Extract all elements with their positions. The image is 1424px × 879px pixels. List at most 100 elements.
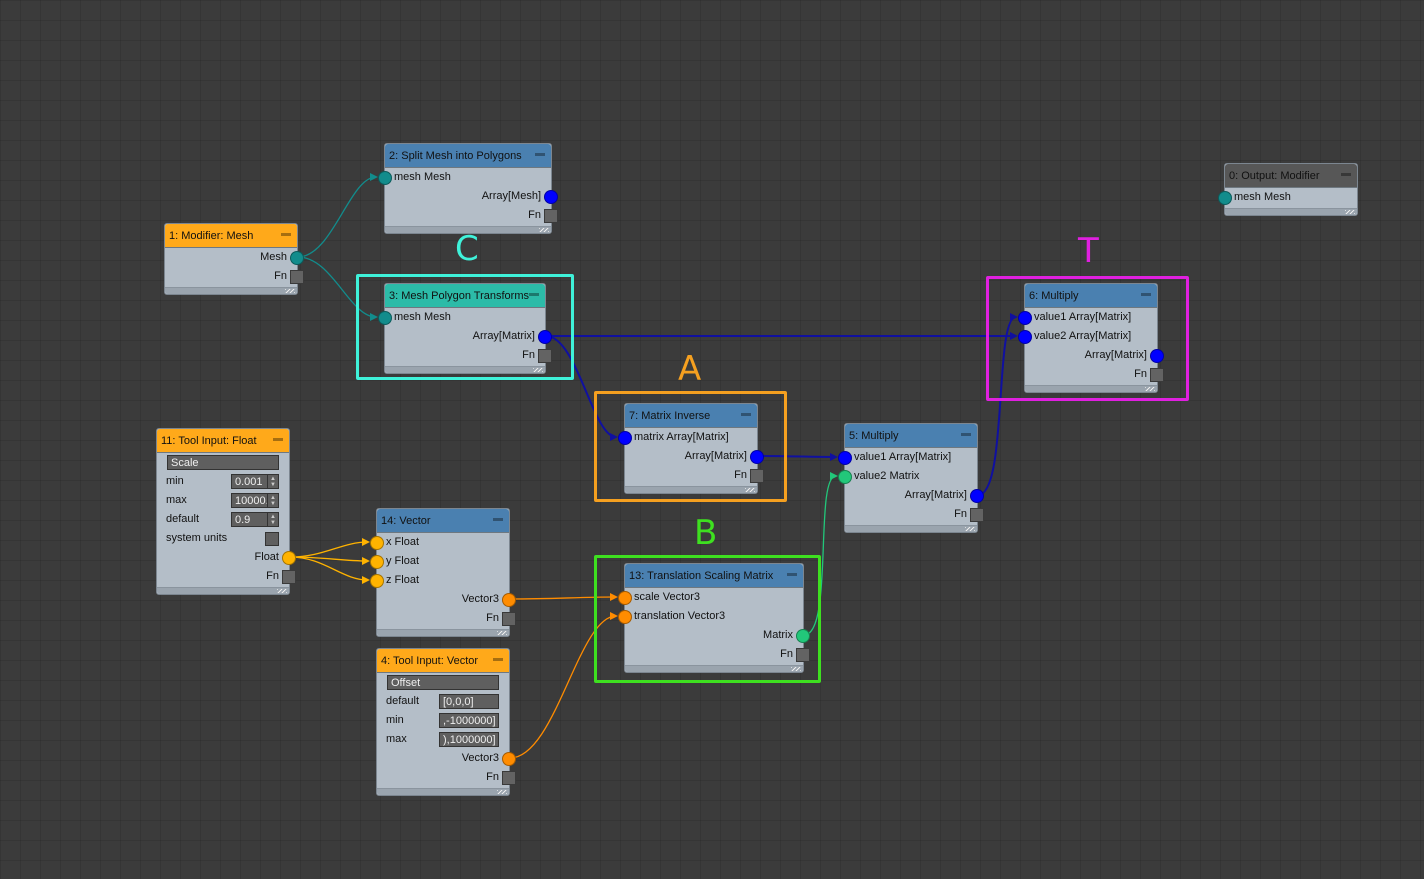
param-name-field[interactable]: Scale xyxy=(167,455,279,470)
resize-grip-icon[interactable] xyxy=(285,289,295,293)
minimize-icon[interactable] xyxy=(1341,173,1351,176)
node-header[interactable]: 3: Mesh Polygon Transforms xyxy=(385,284,545,308)
minimize-icon[interactable] xyxy=(529,293,539,296)
node-header[interactable]: 7: Matrix Inverse xyxy=(625,404,757,428)
minimize-icon[interactable] xyxy=(787,573,797,576)
minimize-icon[interactable] xyxy=(493,658,503,661)
minimize-icon[interactable] xyxy=(1141,293,1151,296)
node-header[interactable]: 11: Tool Input: Float xyxy=(157,429,289,453)
node-header[interactable]: 4: Tool Input: Vector xyxy=(377,649,509,673)
input-mesh-port[interactable] xyxy=(1218,191,1232,205)
input-array-port[interactable] xyxy=(838,451,852,465)
resize-grip-icon[interactable] xyxy=(1145,387,1155,391)
output-vector-port[interactable] xyxy=(502,593,516,607)
output-array-port[interactable] xyxy=(538,330,552,344)
output-array-port[interactable] xyxy=(750,450,764,464)
minimize-icon[interactable] xyxy=(535,153,545,156)
node-header[interactable]: 0: Output: Modifier xyxy=(1225,164,1357,188)
resize-grip-icon[interactable] xyxy=(745,488,755,492)
fn-port[interactable] xyxy=(282,570,296,584)
fn-port[interactable] xyxy=(290,270,304,284)
minimize-icon[interactable] xyxy=(741,413,751,416)
fn-port[interactable] xyxy=(970,508,984,522)
text-input[interactable]: ,-1000000] xyxy=(439,713,499,728)
input-array-port[interactable] xyxy=(1018,311,1032,325)
port-label: Array[Matrix] xyxy=(472,330,535,342)
system-units-checkbox[interactable] xyxy=(265,532,279,546)
output-matrix-port[interactable] xyxy=(796,629,810,643)
port-label: scale Vector3 xyxy=(634,591,701,603)
resize-grip-icon[interactable] xyxy=(965,527,975,531)
fn-port[interactable] xyxy=(538,349,552,363)
node-header[interactable]: 5: Multiply xyxy=(845,424,977,448)
port-label: Fn xyxy=(486,771,499,783)
text-input[interactable]: ),1000000] xyxy=(439,732,499,747)
fn-port[interactable] xyxy=(796,648,810,662)
output-mesh-port[interactable] xyxy=(290,251,304,265)
fn-port[interactable] xyxy=(1150,368,1164,382)
resize-grip-icon[interactable] xyxy=(791,667,801,671)
resize-grip-icon[interactable] xyxy=(497,631,507,635)
spinner-arrows-icon[interactable]: ▲▼ xyxy=(268,493,279,508)
input-array-port[interactable] xyxy=(1018,330,1032,344)
input-value: ,-1000000] xyxy=(443,715,496,727)
input-mesh-port[interactable] xyxy=(378,171,392,185)
node-header[interactable]: 6: Multiply xyxy=(1025,284,1157,308)
port-row: x Float xyxy=(370,533,509,552)
output-array-port[interactable] xyxy=(970,489,984,503)
input-float-port[interactable] xyxy=(370,555,384,569)
resize-grip-icon[interactable] xyxy=(277,589,287,593)
fn-port[interactable] xyxy=(750,469,764,483)
node-n13[interactable]: 13: Translation Scaling Matrix scale Vect… xyxy=(618,563,810,673)
minimize-icon[interactable] xyxy=(493,518,503,521)
node-header[interactable]: 2: Split Mesh into Polygons xyxy=(385,144,551,168)
input-matrix-port[interactable] xyxy=(838,470,852,484)
spinner-arrows-icon[interactable]: ▲▼ xyxy=(268,512,279,527)
spinner-input[interactable]: 10000. xyxy=(231,493,268,508)
input-mesh-port[interactable] xyxy=(378,311,392,325)
spinner-arrows-icon[interactable]: ▲▼ xyxy=(268,474,279,489)
minimize-icon[interactable] xyxy=(961,433,971,436)
resize-grip-icon[interactable] xyxy=(533,368,543,372)
minimize-icon[interactable] xyxy=(273,438,283,441)
input-array-port[interactable] xyxy=(618,431,632,445)
node-header[interactable]: 1: Modifier: Mesh xyxy=(165,224,297,248)
spinner-input[interactable]: 0.001 xyxy=(231,474,268,489)
output-vector-port[interactable] xyxy=(502,752,516,766)
fn-port[interactable] xyxy=(544,209,558,223)
node-header[interactable]: 14: Vector xyxy=(377,509,509,533)
node-header[interactable]: 13: Translation Scaling Matrix xyxy=(625,564,803,588)
minimize-icon[interactable] xyxy=(281,233,291,236)
fn-port[interactable] xyxy=(502,612,516,626)
input-vector-port[interactable] xyxy=(618,610,632,624)
port-row: Array[Matrix] xyxy=(385,327,552,346)
input-float-port[interactable] xyxy=(370,536,384,550)
port-label: z Float xyxy=(386,574,420,586)
port-label: Array[Mesh] xyxy=(481,190,541,202)
output-float-port[interactable] xyxy=(282,551,296,565)
output-array-port[interactable] xyxy=(544,190,558,204)
resize-grip-icon[interactable] xyxy=(1345,210,1355,214)
wire-matrix xyxy=(803,475,837,636)
input-float-port[interactable] xyxy=(370,574,384,588)
resize-grip-icon[interactable] xyxy=(539,228,549,232)
resize-grip-icon[interactable] xyxy=(497,790,507,794)
output-array-port[interactable] xyxy=(1150,349,1164,363)
fn-port[interactable] xyxy=(502,771,516,785)
input-vector-port[interactable] xyxy=(618,591,632,605)
spinner-input[interactable]: 0.9 xyxy=(231,512,268,527)
param-name-field[interactable]: Offset xyxy=(387,675,499,690)
text-input[interactable]: [0,0,0] xyxy=(439,694,499,709)
